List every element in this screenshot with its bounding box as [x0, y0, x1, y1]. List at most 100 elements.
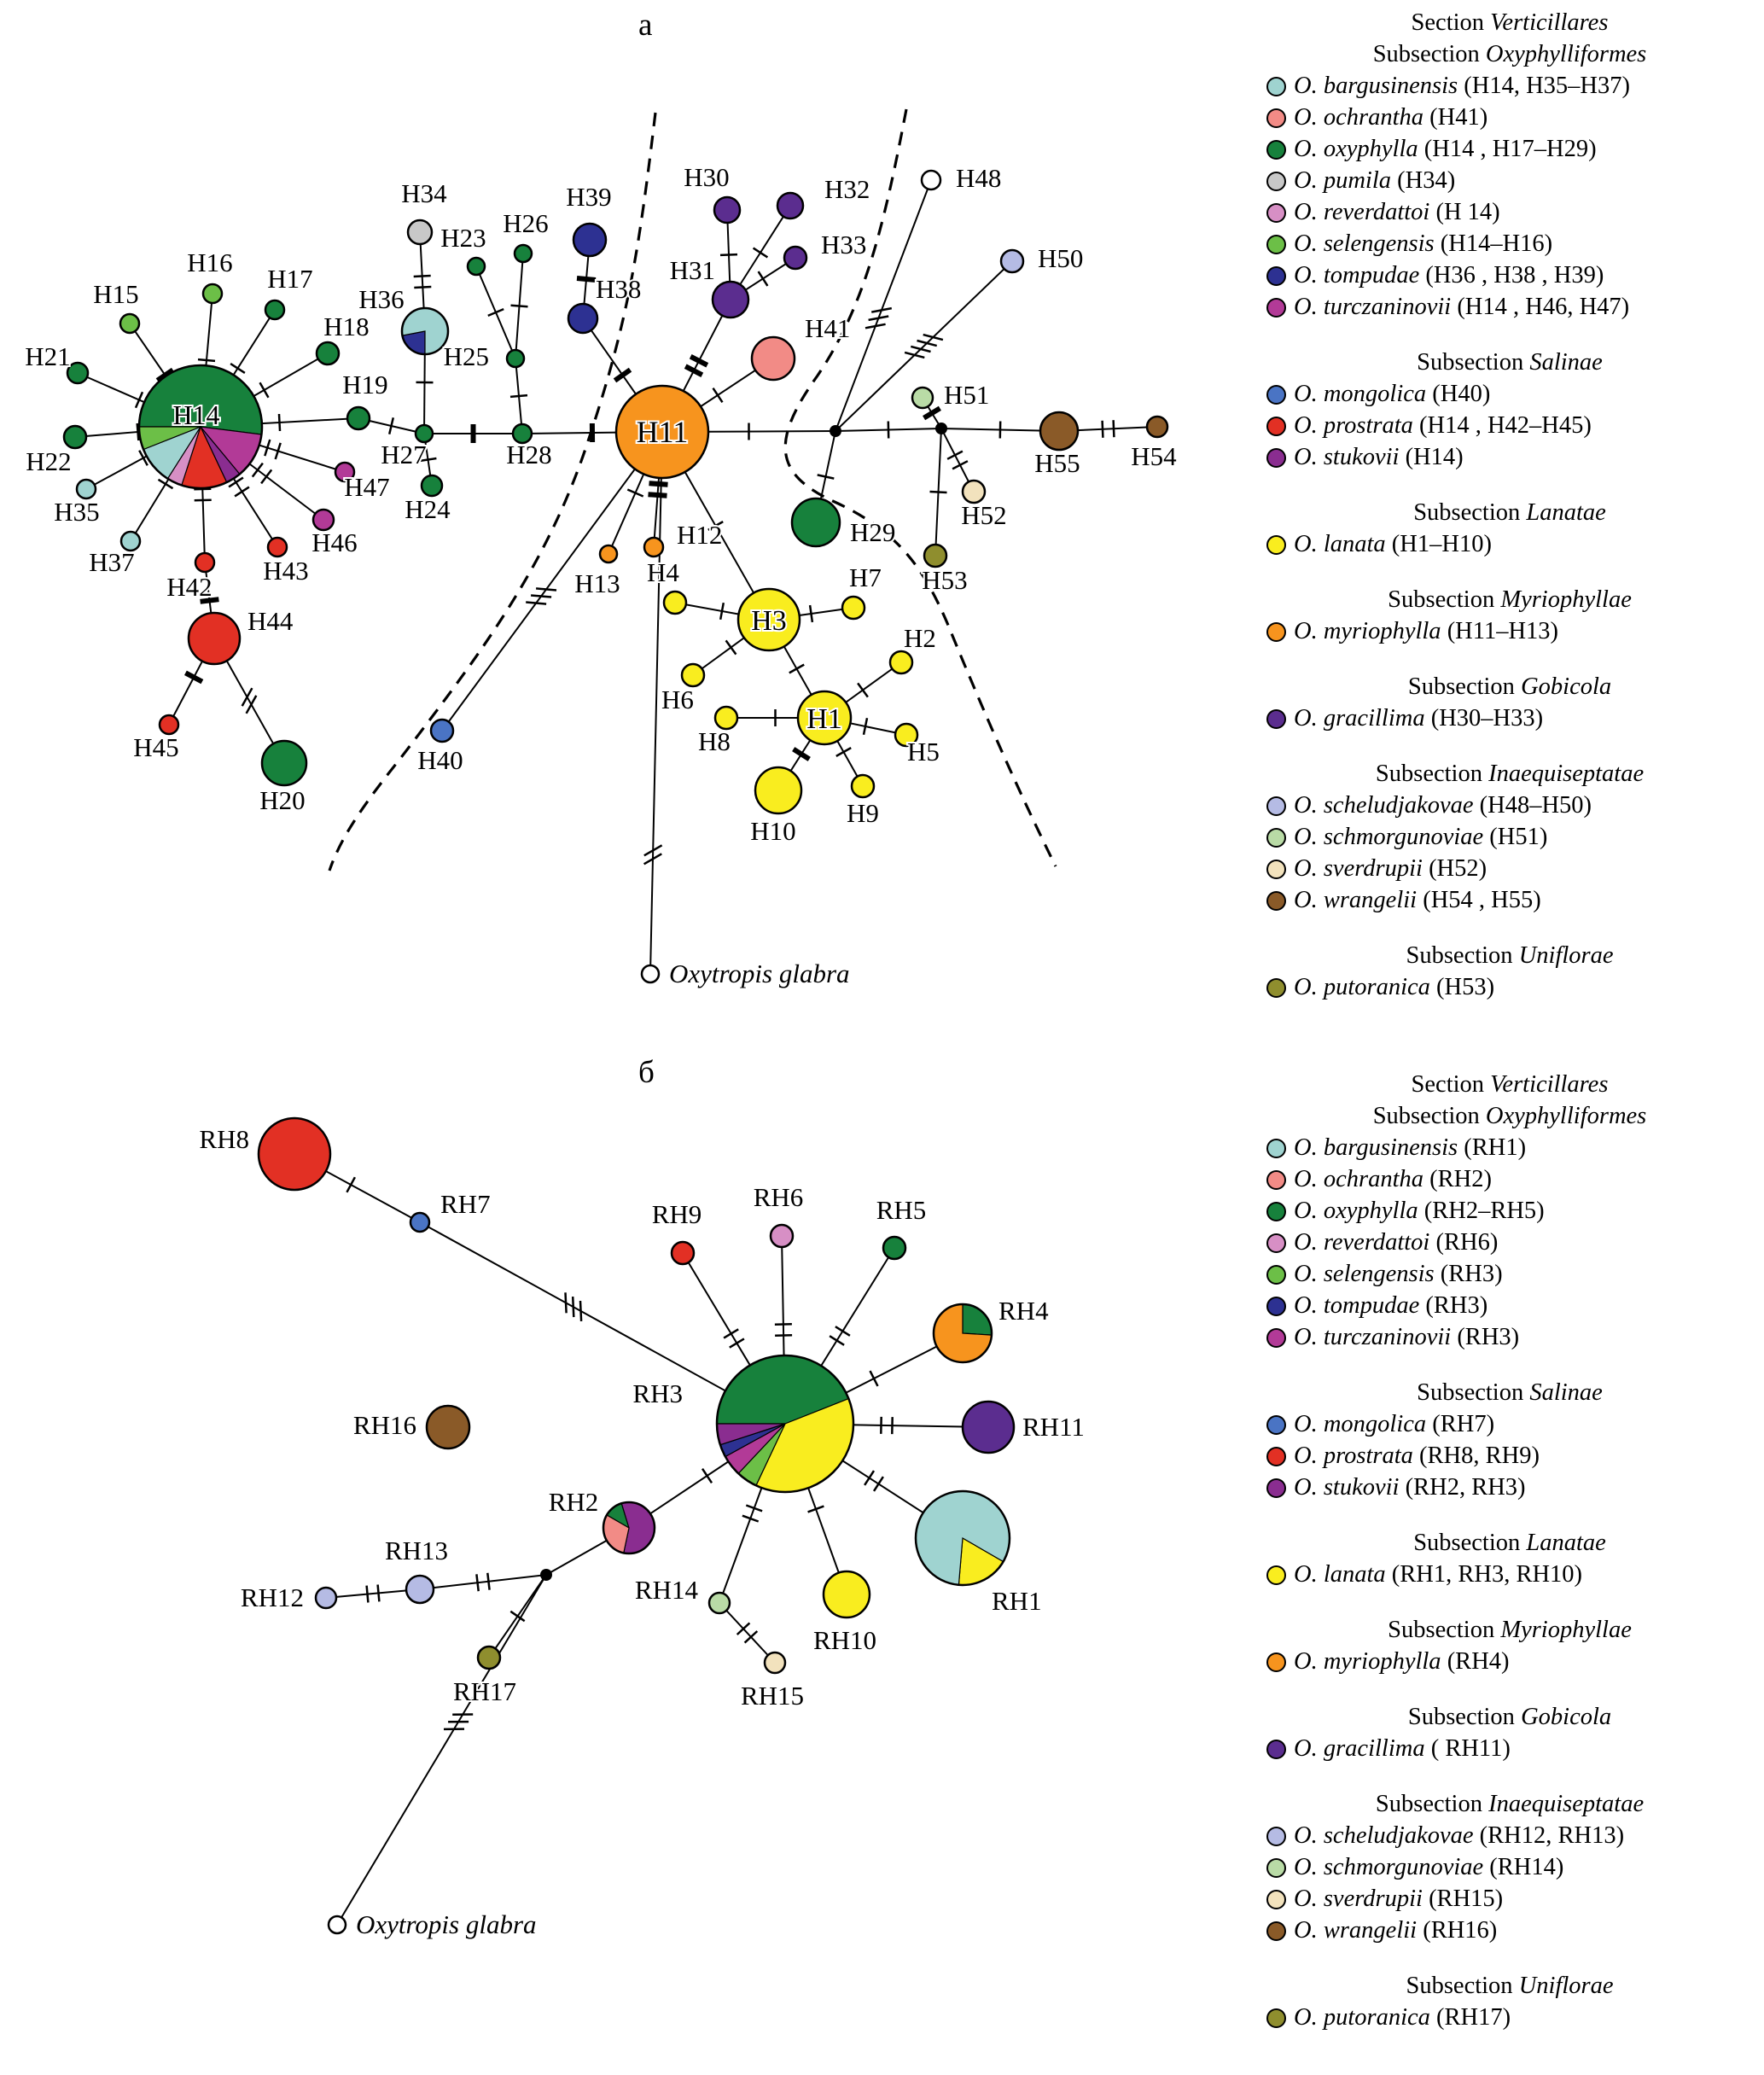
mutation-tick [723, 1328, 739, 1339]
node-circle [511, 423, 533, 445]
legend-haplotype-range: (H14 , H17–H29) [1418, 136, 1597, 162]
haplotype-node-H27 [414, 423, 434, 444]
mutation-tick [251, 462, 264, 478]
haplotype-node-RH8 [257, 1116, 332, 1192]
legend-subsection-title: Subsection Inaequiseptatae [1375, 761, 1645, 787]
mutation-tick [719, 253, 738, 257]
node-label-H15: H15 [93, 279, 138, 309]
haplotype-node-RH11 [961, 1400, 1016, 1454]
legend-item-pumila: O. pumila (H34) [1261, 165, 1758, 196]
node-label-ogA: Oxytropis glabra [669, 959, 850, 988]
mutation-tick [910, 345, 931, 353]
node-circle [466, 256, 486, 277]
node-circle [405, 1574, 435, 1605]
legend-species-name: O. ochrantha [1294, 1166, 1423, 1192]
mutation-tick [649, 481, 668, 487]
mutation-tick [626, 488, 644, 498]
mutation-tick [264, 439, 271, 457]
legend-species-name: O. selengensis [1294, 1261, 1435, 1287]
legend-haplotype-range: (RH2–RH5) [1418, 1198, 1545, 1224]
legend-haplotype-range: (RH3) [1419, 1292, 1488, 1319]
mutation-tick [486, 1572, 491, 1590]
legend-color-dot [1266, 108, 1286, 128]
node-label-H26: H26 [503, 208, 548, 238]
legend-color-dot [1266, 1328, 1286, 1348]
legend-item-prostrata: O. prostrata (RH8, RH9) [1261, 1440, 1758, 1472]
node-circle [713, 705, 739, 731]
node-circle [194, 551, 216, 574]
node-label-H42: H42 [166, 572, 212, 602]
mutation-tick [487, 307, 504, 318]
legend-species-name: O. myriophylla [1294, 1648, 1441, 1675]
mutation-tick [155, 367, 175, 383]
node-circle [776, 191, 805, 220]
legend-species-name: O. prostrata [1294, 1443, 1413, 1469]
haplotype-node-RH6 [769, 1223, 795, 1249]
node-label-H4: H4 [647, 557, 679, 587]
node-circle [62, 424, 88, 450]
haplotype-node-H26 [513, 243, 533, 264]
legend-haplotype-range: (RH2) [1423, 1166, 1492, 1192]
haplotype-node-H39 [572, 222, 608, 258]
node-label-H46: H46 [311, 527, 357, 557]
node-outline [914, 1489, 1011, 1587]
legend-haplotype-range: (RH14) [1483, 1854, 1564, 1880]
node-label-H53: H53 [922, 565, 967, 595]
node-circle [187, 611, 242, 666]
haplotype-node-H23 [466, 256, 486, 277]
haplotype-node-H31 [711, 280, 750, 319]
node-label-RH8: RH8 [199, 1124, 249, 1154]
node-label-H21: H21 [25, 341, 70, 371]
node-circle [119, 530, 142, 552]
haplotype-node-H43 [266, 536, 288, 558]
haplotype-node-H36 [400, 306, 450, 356]
legend-color-dot [1266, 622, 1286, 642]
mutation-tick [736, 1622, 751, 1635]
legend-species-name: O. stukovii [1294, 1474, 1400, 1501]
legend-color-dot [1266, 1447, 1286, 1466]
mutation-tick [234, 486, 250, 498]
haplotype-node-RH15 [763, 1651, 787, 1675]
mutation-tick [792, 747, 811, 761]
node-circle [476, 1645, 502, 1670]
median-vector-node [830, 425, 841, 437]
legend-color-dot [1266, 1652, 1286, 1672]
legend-haplotype-range: (H11–H13) [1441, 618, 1559, 644]
legend-species-name: O. bargusinensis [1294, 1134, 1458, 1161]
mutation-tick [134, 391, 144, 409]
haplotype-node-H3 [736, 587, 801, 652]
haplotype-node-H30 [713, 195, 742, 224]
legend-item-prostrata: O. prostrata (H14 , H42–H45) [1261, 410, 1758, 441]
legend-item-schmorgunoviae: O. schmorgunoviae (H51) [1261, 821, 1758, 853]
legend-species-name: O. scheludjakovae [1294, 792, 1474, 819]
mutation-tick [862, 717, 869, 736]
legend-haplotype-range: (RH1, RH3, RH10) [1385, 1561, 1583, 1588]
legend-species-name: O. turczaninovii [1294, 294, 1452, 320]
mutation-tick [808, 604, 814, 623]
legend-color-dot [1266, 1478, 1286, 1498]
legend-haplotype-range: (H51) [1483, 824, 1548, 850]
legend-item-ochrantha: O. ochrantha (RH2) [1261, 1163, 1758, 1195]
haplotype-node-H29 [790, 497, 841, 548]
haplotype-node-RH17 [476, 1645, 502, 1670]
legend-item-reverdattoi: O. reverdattoi (RH6) [1261, 1227, 1758, 1258]
mutation-tick [904, 351, 925, 359]
node-circle [670, 1240, 696, 1266]
legend-haplotype-range: (RH12, RH13) [1473, 1822, 1625, 1849]
node-circle [841, 595, 866, 621]
mutation-tick [259, 382, 270, 399]
node-label-RH4: RH4 [998, 1296, 1049, 1326]
haplotype-node-H32 [776, 191, 805, 220]
node-circle [409, 1211, 431, 1233]
haplotype-node-H2 [888, 650, 914, 675]
legend-subsection-title: Subsection Lanatae [1413, 1530, 1606, 1556]
node-circle [999, 248, 1025, 274]
node-circle [894, 722, 919, 748]
node-label-H20: H20 [259, 785, 305, 815]
legend-color-dot [1266, 140, 1286, 160]
legend-species-name: O. gracillima [1294, 1735, 1425, 1762]
legend-haplotype-range: (H 14) [1429, 199, 1500, 225]
legend-haplotype-range: (H53) [1429, 974, 1495, 1000]
legend-color-dot [1266, 1265, 1286, 1285]
